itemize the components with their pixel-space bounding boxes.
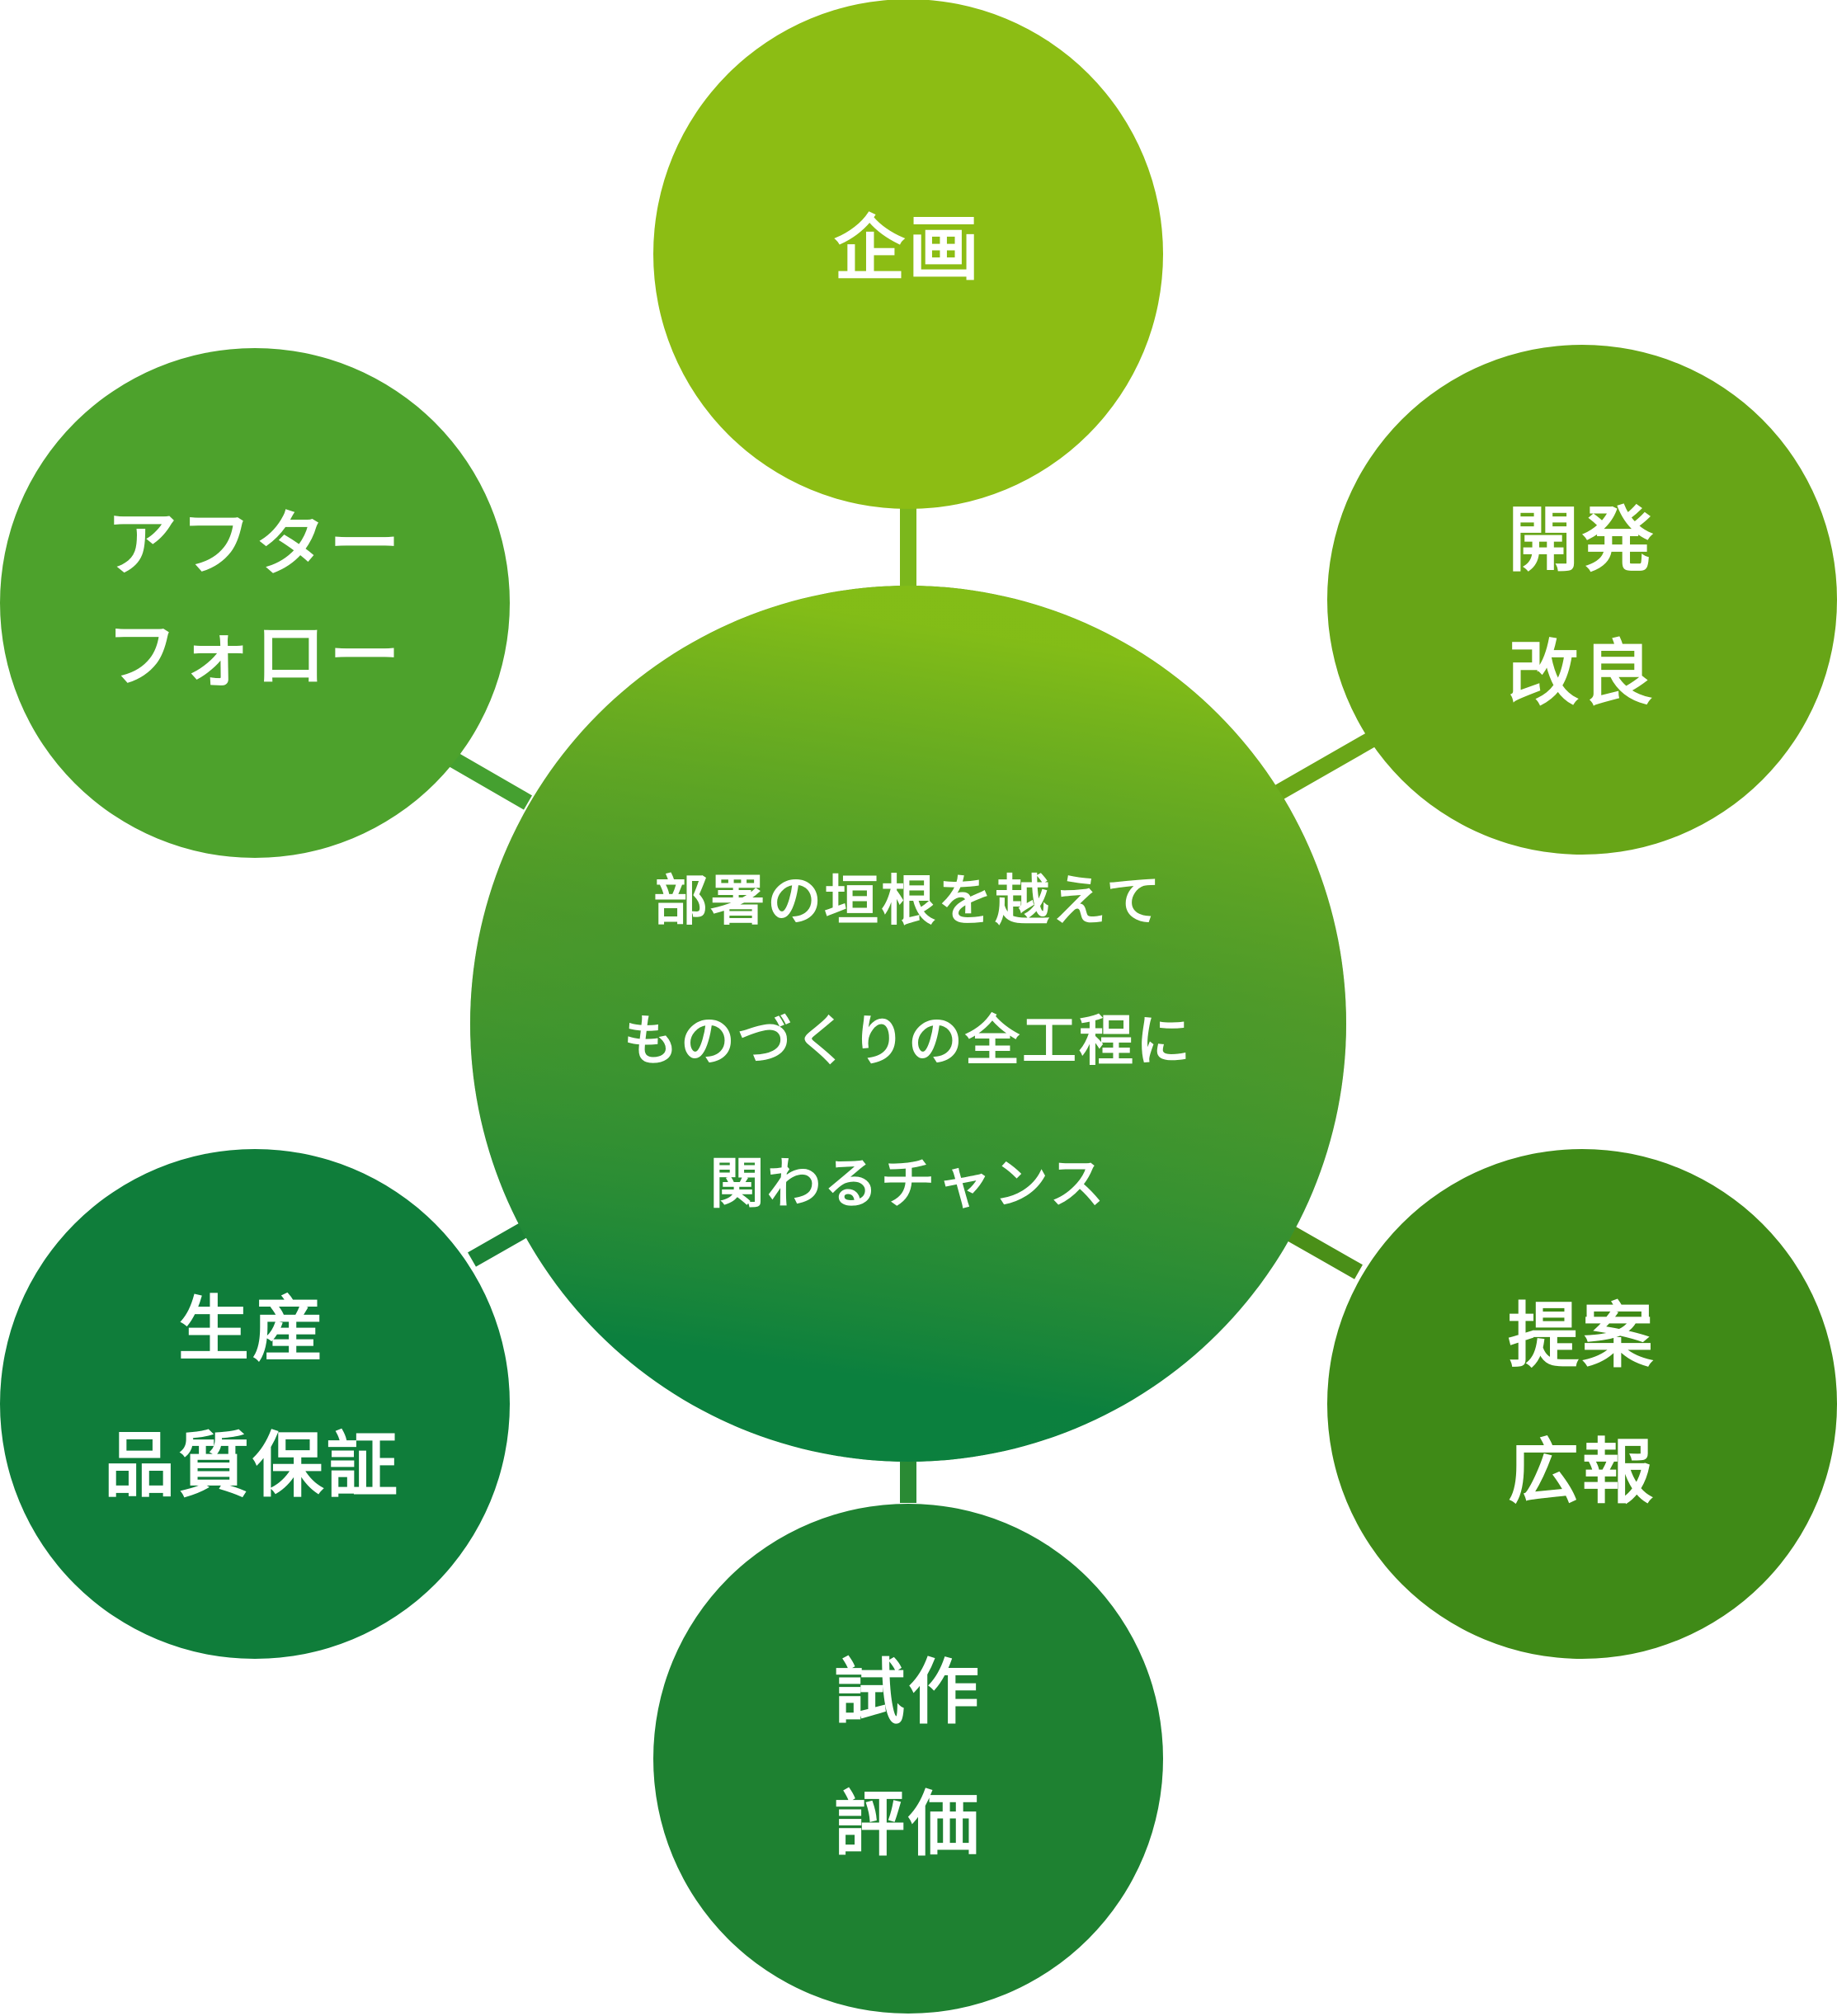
node-production: 生産 品質保証 — [0, 1149, 510, 1659]
center-circle-sheen — [470, 586, 1346, 1462]
node-proposal-circle — [1327, 1149, 1837, 1659]
center-label-line-2: ものづくりの全工程に — [624, 1010, 1193, 1073]
node-development-label-1: 開発 — [1508, 499, 1656, 582]
node-proposal-label-1: 提案 — [1508, 1295, 1656, 1378]
node-prototype-label-2: 評価 — [834, 1783, 982, 1866]
node-proposal-label-2: 広報 — [1508, 1431, 1656, 1514]
center-node: 部署の垣根を越えて ものづくりの全工程に 関わるチャンス — [470, 586, 1346, 1462]
node-development-circle — [1327, 345, 1837, 855]
node-prototype: 試作 評価 — [653, 1504, 1163, 2014]
node-aftercare-circle — [0, 348, 510, 858]
node-planning-label-1: 企画 — [834, 208, 982, 290]
node-production-label-2: 品質保証 — [104, 1425, 401, 1507]
connector-proposal — [1284, 1224, 1363, 1279]
center-label-line-1: 部署の垣根を越えて — [653, 869, 1163, 933]
node-development-label-2: 改良 — [1508, 633, 1656, 715]
node-prototype-label-1: 試作 — [834, 1651, 982, 1734]
node-aftercare-label-2: フォロー — [106, 615, 403, 697]
node-aftercare-label-1: アフター — [106, 503, 403, 586]
node-planning-circle — [653, 0, 1163, 509]
node-development: 開発 改良 — [1327, 345, 1837, 855]
connector-development — [1273, 731, 1378, 801]
connector-production — [468, 1222, 528, 1267]
node-production-circle — [0, 1149, 510, 1659]
node-aftercare: アフター フォロー — [0, 348, 510, 858]
node-prototype-circle — [653, 1504, 1163, 2014]
center-label-line-3: 関わるチャンス — [709, 1152, 1106, 1216]
connector-aftercare — [449, 752, 533, 810]
node-proposal: 提案 広報 — [1327, 1149, 1837, 1659]
node-production-label-1: 生産 — [178, 1288, 327, 1371]
node-planning: 企画 — [653, 0, 1163, 509]
